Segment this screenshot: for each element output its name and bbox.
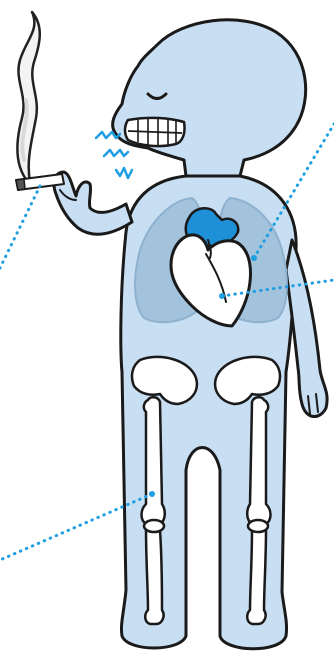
body-silhouette <box>54 20 327 649</box>
head <box>113 20 306 176</box>
left-tibia <box>145 530 163 624</box>
callout-line-cigarette <box>0 186 40 268</box>
callout-dot-lungs <box>251 255 257 261</box>
left-femur <box>142 397 165 524</box>
callout-dot-heart <box>219 293 225 299</box>
right-knee <box>248 520 268 532</box>
left-arm-raised <box>54 172 132 234</box>
left-knee <box>144 520 164 532</box>
right-femur <box>247 397 270 524</box>
right-arm <box>286 240 327 417</box>
smoke-icon <box>17 12 39 182</box>
callout-dot-leg-bone <box>149 491 155 497</box>
